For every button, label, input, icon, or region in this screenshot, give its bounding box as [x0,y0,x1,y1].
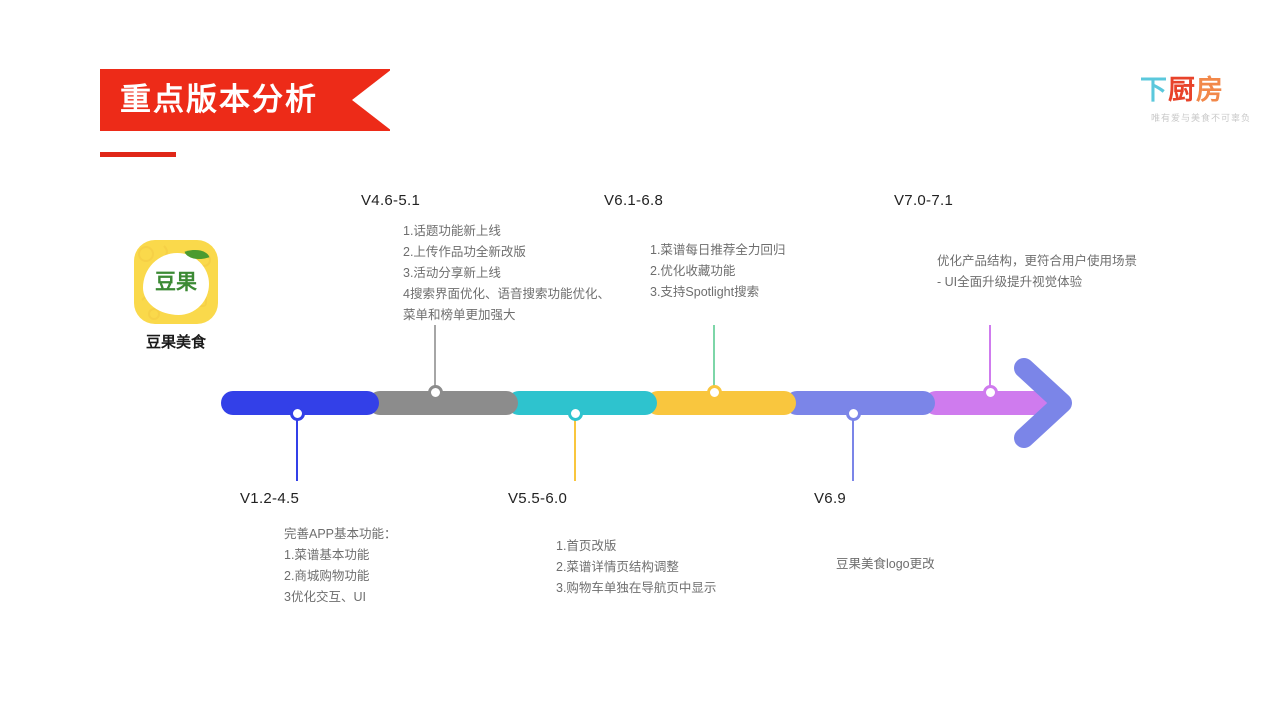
page-title: 重点版本分析 [120,82,318,117]
version-desc-line: 3.购物车单独在导航页中显示 [556,581,717,595]
version-desc-line: 优化产品结构，更符合用户使用场景 [937,254,1138,268]
icon-pear-shape [143,253,209,315]
marker-v70-connector [989,325,991,393]
brand-tagline: 唯有爱与美食不可辜负 [1150,113,1251,123]
version-description-v61-68: 1.菜谱每日推荐全力回归 2.优化收藏功能 3.支持Spotlight搜索 [650,240,785,303]
marker-v1[interactable] [289,406,305,421]
version-desc-line: 1.菜谱每日推荐全力回归 [650,243,786,257]
brand-logo: 下厨房 唯有爱与美食不可辜负 [1140,74,1262,130]
marker-v55[interactable] [567,406,583,421]
version-desc-line: 2.商城购物功能 [284,569,370,583]
title-underline [100,152,176,157]
version-desc-line: 2.上传作品功全新改版 [403,245,526,259]
app-name-label: 豆果美食 [145,334,206,351]
version-label-v12-45: V1.2-4.5 [240,490,300,507]
version-desc-line: - UI全面升级提升视觉体验 [937,275,1083,289]
version-description-v55-60: 1.首页改版 2.菜谱详情页结构调整 3.购物车单独在导航页中显示 [556,536,716,599]
version-desc-line: 2.菜谱详情页结构调整 [556,560,679,574]
marker-v69[interactable] [845,406,861,421]
version-desc-line: 4搜索界面优化、语音搜索功能优化、 [403,287,610,301]
title-ribbon: 重点版本分析 [100,69,392,131]
version-label-v55-60: V5.5-6.0 [508,490,568,507]
brand-wordmark: 下厨房 [1140,74,1262,106]
app-icon-block: 豆果 豆果美食 [132,240,220,352]
segment-gray [368,391,518,415]
brand-char-1: 下 [1140,75,1168,105]
version-label-v61-68: V6.1-6.8 [604,192,664,209]
version-label-v69: V6.9 [814,490,847,507]
version-description-v12-45: 完善APP基本功能： 1.菜谱基本功能 2.商城购物功能 3优化交互、UI [284,524,397,608]
marker-v55-connector [574,413,576,481]
version-desc-line: 2.优化收藏功能 [650,264,736,278]
douguo-app-icon: 豆果 [134,240,218,324]
brand-char-3: 房 [1196,75,1224,105]
version-desc-line: 完善APP基本功能： [284,527,397,541]
timeline-arrow-head [1014,358,1072,448]
version-desc-line: 菜单和榜单更加强大 [403,308,516,322]
brand-char-2: 厨 [1168,75,1196,105]
marker-v69-connector [852,413,854,481]
version-desc-line: 1.话题功能新上线 [403,224,501,238]
icon-label-text: 豆果 [155,271,197,294]
title-ribbon-background [100,69,390,131]
version-description-v46-51: 1.话题功能新上线 2.上传作品功全新改版 3.活动分享新上线 4搜索界面优化、语音搜… [403,221,610,326]
version-desc-line: 3.活动分享新上线 [403,266,501,280]
version-label-v46-51: V4.6-5.1 [361,192,421,209]
marker-v61-connector [713,325,715,393]
version-desc-line: 3.支持Spotlight搜索 [650,285,760,299]
version-desc-line: 豆果美食logo更改 [836,557,935,571]
version-description-v70-71: 优化产品结构，更符合用户使用场景 - UI全面升级提升视觉体验 [937,251,1137,293]
version-desc-line: 1.首页改版 [556,539,617,553]
version-desc-line: 1.菜谱基本功能 [284,548,370,562]
marker-v46[interactable] [427,385,443,400]
marker-v1-connector [296,413,298,481]
marker-v46-connector [434,325,436,393]
marker-v70[interactable] [982,385,998,400]
version-label-v70-71: V7.0-7.1 [894,192,954,209]
version-description-v69: 豆果美食logo更改 [836,554,935,575]
version-desc-line: 3优化交互、UI [284,590,366,604]
marker-v61[interactable] [706,385,722,400]
